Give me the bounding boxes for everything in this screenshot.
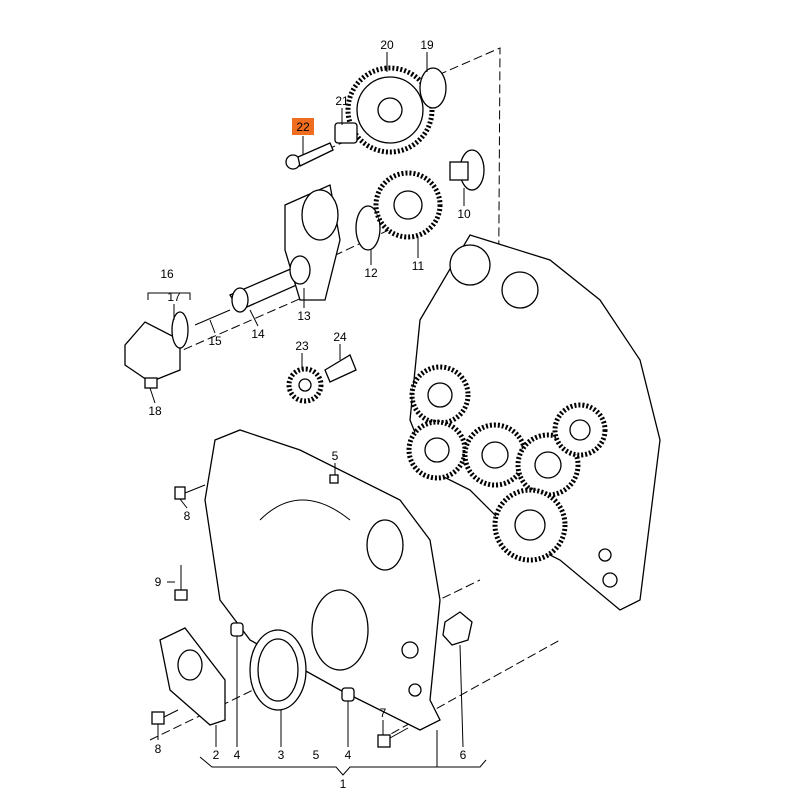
- callout-22[interactable]: 22: [296, 120, 310, 134]
- dowel-sleeve: [341, 687, 355, 702]
- assembly-line: [159, 289, 321, 361]
- callout-8[interactable]: 8: [155, 742, 162, 756]
- callout-21[interactable]: 21: [335, 94, 349, 108]
- callout-10[interactable]: 10: [457, 207, 471, 221]
- callout-24[interactable]: 24: [333, 330, 347, 344]
- thrust-washer: [355, 205, 381, 251]
- nut: [442, 611, 473, 646]
- bearing-housing: [284, 184, 341, 301]
- bolt: [377, 727, 409, 748]
- bolt: [329, 474, 339, 484]
- callout-11[interactable]: 11: [412, 259, 425, 273]
- callout-12[interactable]: 12: [364, 266, 378, 280]
- callout-13[interactable]: 13: [297, 309, 311, 323]
- callout-15[interactable]: 15: [208, 334, 222, 348]
- callout-22-highlight: [292, 118, 314, 135]
- bolt: [194, 309, 231, 326]
- callout-5[interactable]: 5: [313, 748, 320, 762]
- callout-17[interactable]: 17: [167, 290, 181, 304]
- bolt: [174, 484, 206, 500]
- callout-9[interactable]: 9: [155, 575, 162, 589]
- leader-lines: [147, 52, 487, 776]
- washer: [419, 67, 447, 109]
- bolt: [151, 709, 179, 725]
- callout-1[interactable]: 1: [340, 777, 347, 791]
- intermediate-gear: [373, 170, 443, 240]
- callout-4[interactable]: 4: [234, 748, 241, 762]
- callout-18[interactable]: 18: [148, 404, 162, 418]
- callout-4[interactable]: 4: [345, 748, 352, 762]
- engine-block: [406, 234, 661, 611]
- callout-23[interactable]: 23: [295, 339, 309, 353]
- callout-5[interactable]: 5: [332, 449, 339, 463]
- callout-2[interactable]: 2: [213, 748, 220, 762]
- bolt: [174, 565, 188, 601]
- callout-7[interactable]: 7: [380, 706, 387, 720]
- timing-cover: [204, 429, 441, 731]
- gear-shaft: [449, 149, 485, 191]
- callout-20[interactable]: 20: [380, 38, 394, 52]
- seal-ring: [249, 629, 307, 711]
- dowel-sleeve: [230, 622, 244, 637]
- callout-8[interactable]: 8: [184, 509, 191, 523]
- pinion-gear: [286, 354, 357, 404]
- callout-6[interactable]: 6: [460, 748, 467, 762]
- callout-19[interactable]: 19: [420, 38, 434, 52]
- callout-14[interactable]: 14: [251, 327, 265, 341]
- callout-16[interactable]: 16: [160, 267, 174, 281]
- cover-plate: [124, 311, 189, 389]
- bolt-highlighted: [285, 142, 334, 170]
- callout-3[interactable]: 3: [278, 748, 285, 762]
- bracket-hole: [177, 649, 203, 681]
- drive-gear: [345, 65, 435, 155]
- sleeve: [334, 122, 358, 144]
